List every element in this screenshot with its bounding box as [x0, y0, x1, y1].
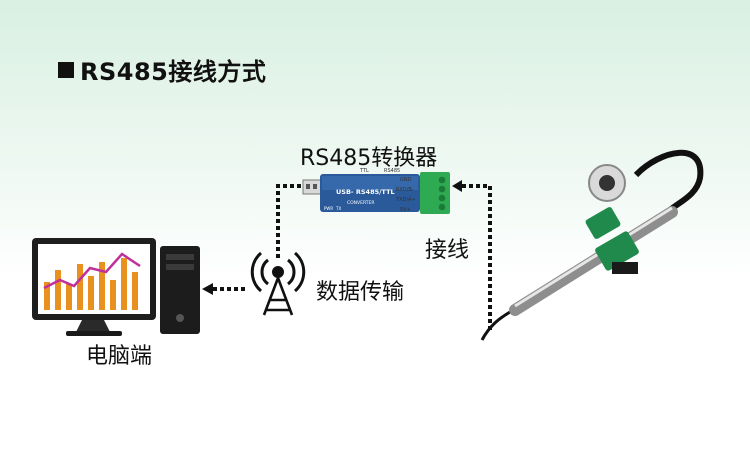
monitor-stand — [76, 320, 110, 332]
pc-tower-bay — [166, 264, 194, 270]
page-title: RS485接线方式 — [58, 52, 266, 87]
usb-converter-device: TTL RS485 USB- RS485/TTL CONVERTER PWR T… — [302, 168, 450, 214]
title-bullet-square — [58, 61, 74, 78]
sensor-mount-bracket — [612, 262, 638, 274]
device-subtitle: CONVERTER — [347, 200, 375, 206]
device-top-label-ttl: TTL — [359, 168, 369, 174]
connection-lines — [212, 184, 492, 330]
device-indicator-pwr: PWR — [324, 206, 333, 211]
device-indicator-tx: TX — [335, 206, 341, 211]
pin-label-txd: TXD/A+ — [395, 197, 416, 203]
arrow-to-converter — [452, 180, 462, 192]
pin-label-gnd: GND — [400, 177, 412, 183]
device-title: USB- RS485/TTL — [336, 188, 395, 196]
transmission-label: 数据传输 — [316, 280, 405, 305]
pc-tower-bay — [166, 254, 194, 260]
antenna-tip — [272, 266, 284, 278]
arrowheads — [202, 180, 462, 295]
computer-label: 电脑端 — [86, 344, 153, 369]
computer-icon — [32, 238, 200, 336]
sensor-rod — [509, 206, 678, 316]
title-text: RS485接线方式 — [80, 58, 267, 86]
sensor-clamp-lower — [595, 231, 639, 271]
monitor-base — [66, 331, 122, 336]
pin-label-rxd: RXD/B- — [396, 187, 414, 193]
screen-chart-bars — [44, 258, 138, 310]
pc-power-icon — [176, 314, 184, 322]
device-top-label-rs485: RS485 — [384, 168, 400, 174]
screen-chart-line — [43, 252, 141, 290]
sensor-head-window — [599, 175, 615, 191]
line-antenna-to-usb — [276, 184, 302, 258]
sensor-probe — [480, 149, 704, 341]
line-sensor-to-converter — [460, 184, 492, 330]
terminal-block — [420, 172, 450, 214]
pin-labels: GND RXD/B- TXD/A+ 5V+ — [395, 177, 416, 213]
antenna-icon — [250, 251, 306, 316]
converter-label: RS485转换器 — [300, 146, 438, 171]
pin-label-5v: 5V+ — [400, 207, 411, 213]
sensor-tail-cable — [480, 310, 511, 341]
usb-plug — [302, 179, 322, 195]
wiring-label: 接线 — [425, 238, 470, 263]
arrow-to-computer — [202, 283, 213, 295]
sensor-clamp-upper — [585, 207, 621, 239]
